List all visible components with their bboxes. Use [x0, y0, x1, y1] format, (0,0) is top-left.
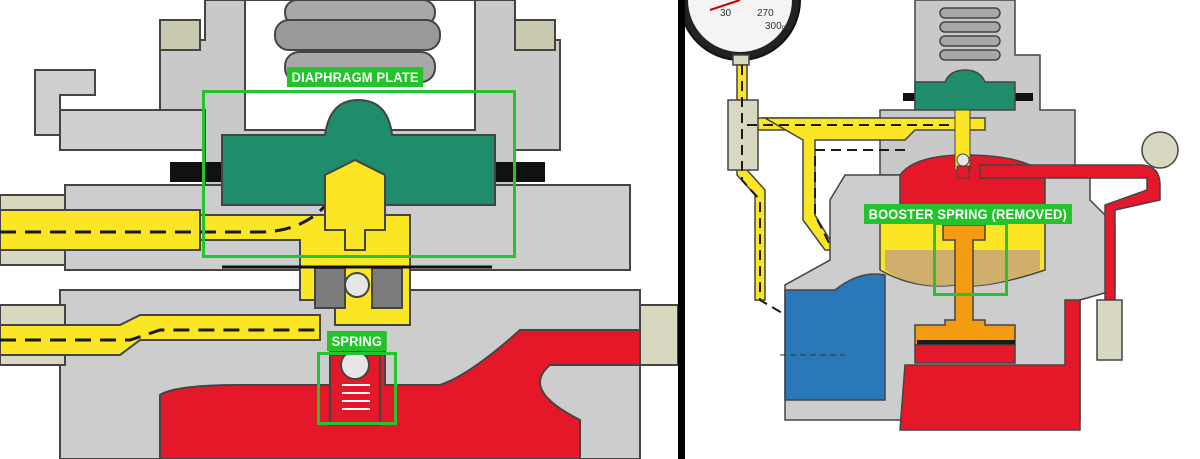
spring-label: SPRING [327, 331, 387, 351]
check-ball-upper [344, 272, 370, 298]
booster-spring-highlight [933, 222, 1008, 296]
right-regulator-cutaway: 30 270 300 psi [685, 0, 1179, 431]
seat-block-right [371, 267, 403, 309]
right-outlet-lower [899, 299, 1081, 431]
right-diaphragm-plate [914, 69, 1016, 111]
supply-passage-upper [0, 209, 201, 251]
left-vent-fitting [34, 69, 96, 136]
booster-disc [914, 344, 1016, 364]
right-inlet-chamber [784, 273, 886, 401]
pilot-spring [956, 165, 970, 179]
seat-block-left [314, 267, 346, 309]
gauge-tick-270: 270 [757, 8, 774, 19]
diaphragm-plate [221, 98, 496, 206]
diaphragm-plate-highlight [202, 90, 516, 258]
red-sense-pipe [979, 164, 1161, 301]
diaphragm-plate-label: DIAPHRAGM PLATE [287, 67, 424, 87]
hex-nut-right-top [514, 19, 556, 51]
pressure-gauge: 30 270 300 psi [685, 0, 801, 66]
pilot-ball [956, 153, 970, 167]
supply-passage-lower [0, 314, 321, 356]
spring-highlight [317, 352, 397, 425]
pilot-supply-channel [762, 117, 986, 251]
gauge-unit: psi [782, 25, 790, 31]
right-cutaway-panel: 30 270 300 psi [685, 0, 1200, 459]
left-body-arm [59, 109, 206, 151]
right-main-spring [939, 7, 1001, 61]
small-spring [342, 384, 370, 410]
right-fitting-lower [639, 304, 678, 366]
booster-spring-label: BOOSTER SPRING (REMOVED) [864, 204, 1072, 224]
gauge-tick-30: 30 [720, 8, 732, 19]
left-cutaway-panel: DIAPHRAGM PLATE SPRING [0, 0, 678, 459]
flow-line-lower [0, 328, 320, 342]
check-ball-lower [340, 350, 370, 380]
red-pipe-fitting [1096, 299, 1123, 361]
hex-nut-left-top [159, 19, 201, 51]
left-regulator-cutaway [0, 0, 678, 459]
gauge-tick-300: 300 [765, 21, 782, 32]
panel-divider [678, 0, 685, 459]
red-sense-fitting [1141, 131, 1179, 169]
valve-stem [324, 158, 386, 251]
outlet-chamber [159, 329, 641, 459]
